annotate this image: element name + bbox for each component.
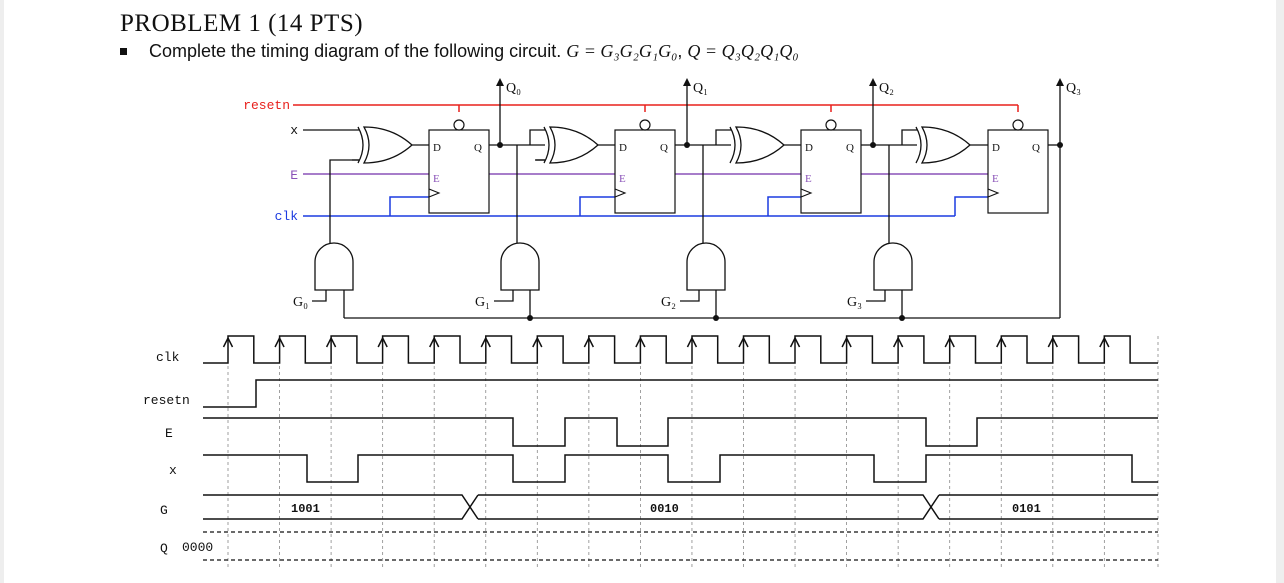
gate-labels: G₀ G₁ G₂ G₃ [293, 295, 862, 310]
d-flipflop-1 [614, 119, 676, 214]
ff0-q-pin: Q [474, 142, 482, 154]
timing-label-G: G [160, 503, 168, 518]
and-gate-0 [314, 242, 354, 291]
problem-instruction: Complete the timing diagram of the follo… [149, 41, 799, 61]
and-gate-1 [500, 242, 540, 291]
ff2-d-pin: D [805, 142, 813, 154]
g0-label: G₀ [293, 295, 308, 310]
timing-label-x: x [169, 463, 177, 478]
d-flipflop-0 [428, 119, 490, 214]
rising-edge-arrow-icon [532, 336, 543, 348]
rising-edge-arrow-icon [274, 336, 285, 348]
ff0-d-pin: D [433, 142, 441, 154]
clk-wave-path [203, 335, 1158, 364]
bullet-icon [120, 48, 127, 55]
timing-diagram: clk resetn E x G Q 1001 0010 0101 [143, 335, 1159, 568]
rising-edge-arrow-icon [892, 336, 904, 348]
q1-label: Q₁ [693, 81, 708, 96]
and-gate-2 [686, 242, 726, 291]
output-labels: Q₀ Q₁ Q₂ Q₃ [506, 81, 1081, 96]
g2-label: G₂ [661, 295, 676, 310]
problem-title: PROBLEM 1 (14 PTS) [120, 10, 364, 37]
formula-g: G = G₃G₂G₁G₀ [566, 41, 678, 61]
clk-bus [303, 196, 988, 217]
rising-edge-arrow-icon [635, 336, 646, 348]
q0-label: Q₀ [506, 81, 521, 96]
rising-edge-arrow-icon [429, 336, 440, 348]
rising-edge-arrow-icon [944, 336, 955, 348]
formula-q: Q = Q₃Q₂Q₁Q₀ [687, 41, 799, 61]
ff3-q-pin: Q [1032, 142, 1040, 154]
resetn-label: resetn [243, 98, 290, 113]
and-gate-3 [873, 242, 913, 291]
clk-label: clk [275, 209, 299, 224]
ff2-q-pin: Q [846, 142, 854, 154]
rising-edge-arrow-icon [738, 336, 749, 348]
rising-edge-arrow-icon [325, 336, 337, 348]
x-label: x [290, 123, 298, 138]
circuit: resetn x E clk [243, 78, 1081, 321]
xor-gate-2 [729, 126, 785, 164]
resetn-waveform [203, 379, 1158, 408]
flipflop-pin-labels: D Q E D Q E D Q E D Q E [433, 142, 1040, 185]
ff1-e-pin: E [619, 173, 626, 185]
rising-edge-arrow-icon [480, 336, 491, 348]
timing-label-resetn: resetn [143, 393, 190, 408]
rising-edge-arrow-icon [222, 336, 234, 348]
G-value-1: 1001 [291, 502, 320, 516]
q0-arrow-icon [496, 78, 504, 86]
instruction-text: Complete the timing diagram of the follo… [149, 41, 562, 61]
Q-initial-value: 0000 [182, 540, 213, 555]
page-edge-right [1276, 0, 1284, 583]
ff1-d-pin: D [619, 142, 627, 154]
rising-edge-arrow-icon [583, 336, 595, 348]
xor-gate-1 [543, 126, 599, 164]
ff1-q-pin: Q [660, 142, 668, 154]
circuit-wiring [303, 84, 1061, 319]
Q-bus-waveform [203, 531, 1158, 561]
timing-label-clk: clk [156, 350, 180, 365]
junction-dots [497, 142, 1063, 321]
E-waveform [203, 417, 1158, 447]
G-bus-waveform [203, 494, 1158, 520]
ff3-d-pin: D [992, 142, 1000, 154]
d-flipflop-3 [987, 119, 1049, 214]
G-value-2: 0010 [650, 502, 679, 516]
d-flipflop-2 [800, 119, 862, 214]
x-waveform [203, 454, 1158, 483]
timing-signal-labels: clk resetn E x G Q [143, 350, 190, 556]
q3-label: Q₃ [1066, 81, 1081, 96]
xor-gate-3 [915, 126, 971, 164]
rising-edge-arrow-icon [1099, 336, 1110, 348]
g3-label: G₃ [847, 295, 862, 310]
timing-label-Q: Q [160, 541, 168, 556]
page-edge-left [0, 0, 4, 583]
q3-arrow-icon [1056, 78, 1064, 86]
ff2-e-pin: E [805, 173, 812, 185]
xor-gate-0 [357, 126, 413, 164]
timing-label-E: E [165, 426, 173, 441]
G-bus-values: 1001 0010 0101 [291, 502, 1041, 516]
rising-edge-arrow-icon [789, 336, 801, 348]
rising-edge-arrow-icon [841, 336, 852, 348]
E-label: E [290, 168, 298, 183]
q2-arrow-icon [869, 78, 877, 86]
G-value-3: 0101 [1012, 502, 1041, 516]
rising-edge-arrow-icon [996, 336, 1007, 348]
clk-waveform [203, 335, 1158, 364]
q2-label: Q₂ [879, 81, 894, 96]
q1-arrow-icon [683, 78, 691, 86]
ff3-e-pin: E [992, 173, 999, 185]
rising-edge-arrow-icon [377, 336, 388, 348]
g1-label: G₁ [475, 295, 490, 310]
rising-edge-arrow-icon [1047, 336, 1058, 348]
resetn-bus [293, 104, 1019, 112]
timing-gridlines [227, 336, 1159, 568]
rising-edge-arrow-icon [686, 336, 698, 348]
ff0-e-pin: E [433, 173, 440, 185]
